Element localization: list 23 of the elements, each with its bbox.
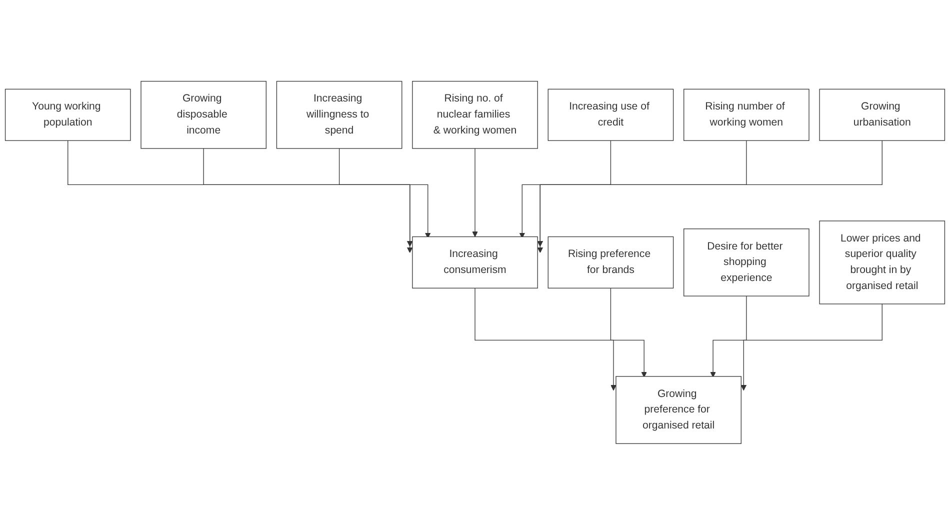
node-box: Increasing consumerism	[412, 236, 538, 289]
node-box: Increasing use of credit	[548, 88, 674, 141]
node-box: Young working population	[4, 88, 131, 141]
node-box: Rising preference for brands	[548, 236, 674, 289]
arrow	[338, 148, 431, 238]
node-box: Growing disposable income	[140, 81, 266, 149]
node-box: Desire for better shopping experience	[684, 228, 810, 296]
arrow	[474, 288, 616, 391]
node-box: Rising no. of nuclear families & working women	[412, 81, 538, 149]
arrow	[68, 140, 413, 253]
node-box: Increasing willingness to spend	[276, 81, 402, 149]
arrow	[519, 140, 612, 238]
arrow	[537, 140, 882, 253]
arrow	[610, 288, 647, 378]
arrow	[740, 304, 882, 391]
node-box: Growing preference for organised retail	[616, 376, 742, 444]
arrow	[537, 140, 747, 247]
node-box: Lower prices and superior quality brought in by organised retail	[819, 220, 946, 304]
arrow	[710, 296, 747, 378]
arrow	[472, 148, 478, 238]
arrow	[203, 148, 413, 247]
node-box: Growing urbanisation	[819, 88, 946, 141]
node-box: Rising number of working women	[684, 88, 810, 141]
